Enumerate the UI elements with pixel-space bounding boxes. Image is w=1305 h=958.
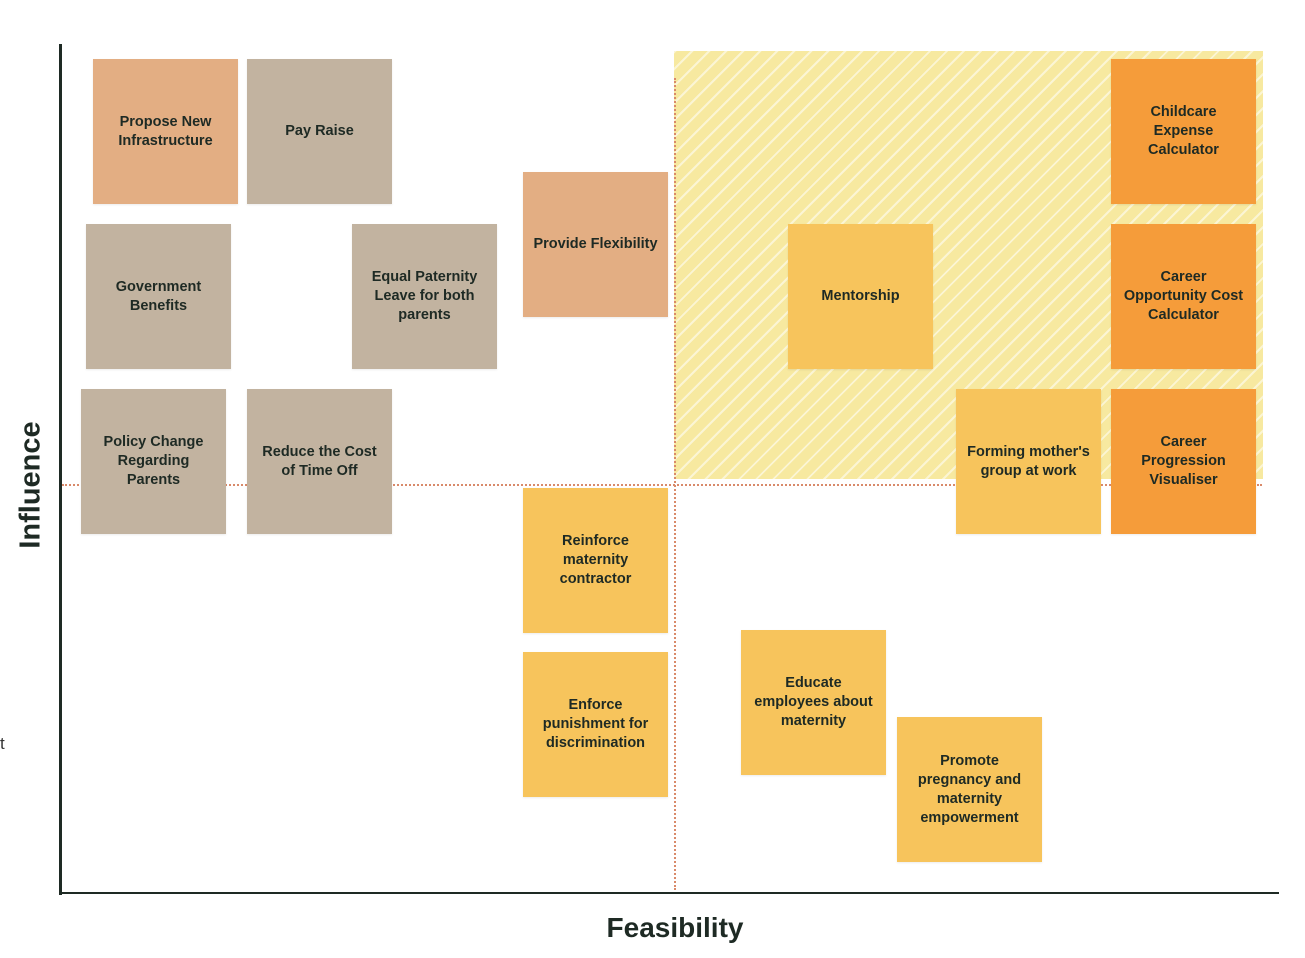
sticky-note-reduce-cost-time-off[interactable]: Reduce the Cost of Time Off <box>247 389 392 534</box>
sticky-note-career-progression-visualiser[interactable]: Career Progression Visualiser <box>1111 389 1256 534</box>
sticky-note-promote-pregnancy[interactable]: Promote pregnancy and maternity empowerm… <box>897 717 1042 862</box>
influence-divider <box>62 484 1262 486</box>
y-axis-label: Influence <box>14 421 47 549</box>
y-axis-line <box>59 44 62 895</box>
x-axis-label: Feasibility <box>606 912 744 943</box>
sticky-note-forming-mothers-group[interactable]: Forming mother's group at work <box>956 389 1101 534</box>
sticky-note-educate-employees[interactable]: Educate employees about maternity <box>741 630 886 775</box>
sticky-note-government-benefits[interactable]: Government Benefits <box>86 224 231 369</box>
sticky-note-equal-paternity-leave[interactable]: Equal Paternity Leave for both parents <box>352 224 497 369</box>
stray-text: t <box>0 734 5 753</box>
x-axis-line <box>59 892 1279 894</box>
sticky-note-pay-raise[interactable]: Pay Raise <box>247 59 392 204</box>
sticky-note-career-opportunity-cost-calculator[interactable]: Career Opportunity Cost Calculator <box>1111 224 1256 369</box>
sticky-note-mentorship[interactable]: Mentorship <box>788 224 933 369</box>
sticky-note-propose-new-infrastructure[interactable]: Propose New Infrastructure <box>93 59 238 204</box>
sticky-note-reinforce-maternity-contractor[interactable]: Reinforce maternity contractor <box>523 488 668 633</box>
sticky-note-policy-change[interactable]: Policy Change Regarding Parents <box>81 389 226 534</box>
sticky-note-childcare-expense-calculator[interactable]: Childcare Expense Calculator <box>1111 59 1256 204</box>
sticky-note-enforce-punishment[interactable]: Enforce punishment for discrimination <box>523 652 668 797</box>
sticky-note-provide-flexibility[interactable]: Provide Flexibility <box>523 172 668 317</box>
